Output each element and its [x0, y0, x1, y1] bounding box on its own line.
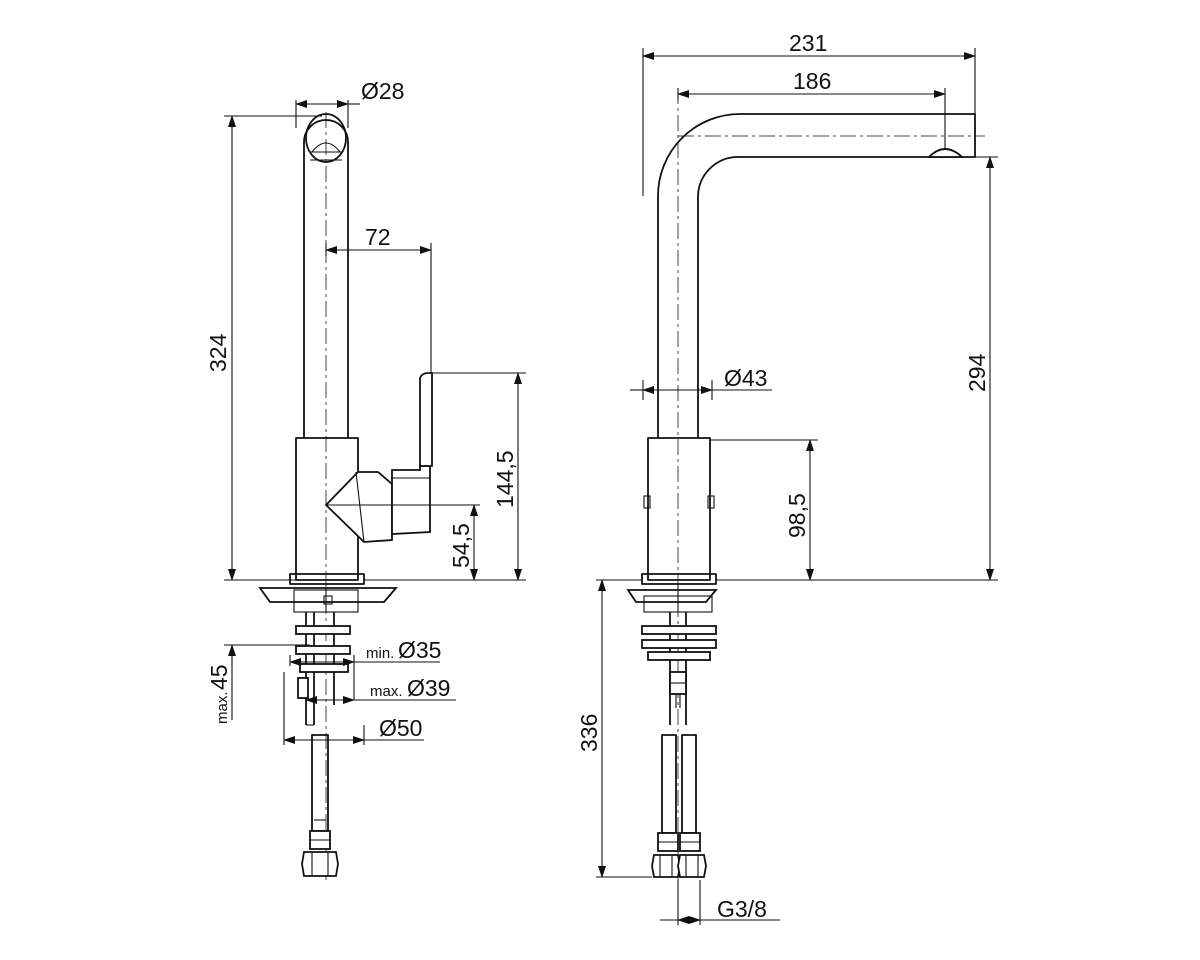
front-body-detail [643, 495, 651, 509]
front-view: 231 186 294 Ø43 98,5 336 G3/8 [576, 30, 998, 925]
side-view: Ø28 324 72 144,5 54,5 max. 45 min. Ø35 m… [205, 78, 526, 880]
side-view-extension-lines [224, 100, 526, 745]
front-view-dimension-lines [598, 52, 994, 924]
dim-worktop-max-prefix: max. [214, 691, 231, 724]
dim-handle-height: 54,5 [448, 523, 474, 568]
front-supply-hoses [651, 734, 707, 878]
lever-handle [419, 372, 433, 467]
front-mixer-body [647, 437, 711, 581]
dim-spout-height: 294 [964, 353, 990, 392]
dim-height-total: 324 [205, 333, 231, 372]
mounting-shank [295, 612, 351, 726]
lever-housing [324, 465, 431, 543]
front-view-extension-lines [596, 48, 998, 925]
front-base-flange [626, 573, 718, 613]
base-flange [258, 573, 398, 613]
dim-lever-reach: 72 [365, 224, 391, 250]
spout-column [303, 113, 349, 438]
dim-hole-min: Ø35 [398, 637, 441, 663]
spout [657, 113, 976, 438]
dim-hole-max: Ø39 [407, 675, 450, 701]
dim-projection-total: 231 [789, 30, 827, 56]
dim-worktop-max: 45 [206, 664, 232, 690]
side-view-dimension-lines [228, 100, 522, 744]
dim-lever-height: 144,5 [492, 450, 518, 508]
dim-spout-reach: 186 [793, 68, 831, 94]
dim-hole-max-prefix: max. [370, 683, 403, 700]
dim-hose-length: 336 [576, 714, 602, 752]
supply-hose [301, 734, 339, 877]
dim-hole-min-prefix: min. [366, 645, 394, 662]
dim-body-height: 98,5 [784, 493, 810, 538]
dim-base-diam: Ø50 [379, 715, 422, 741]
front-mounting-shank [641, 612, 717, 725]
dim-diam-top: Ø28 [361, 78, 404, 104]
dim-hose-thread: G3/8 [717, 896, 767, 922]
dim-body-diam: Ø43 [724, 365, 767, 391]
